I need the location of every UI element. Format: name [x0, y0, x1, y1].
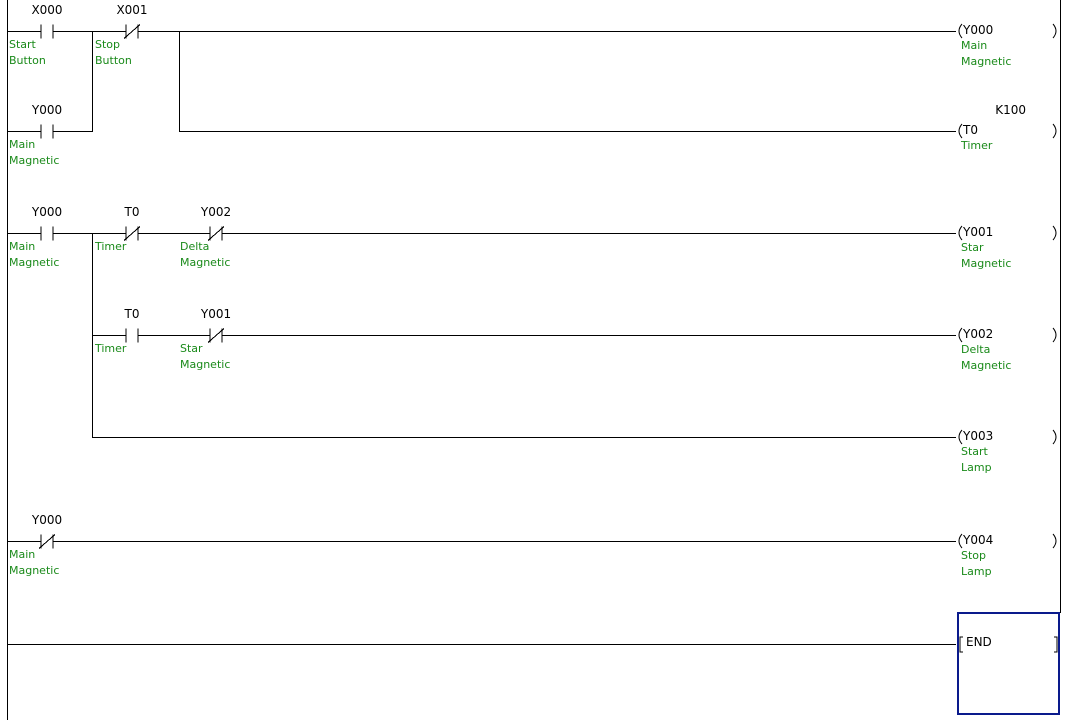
contact-comment: Main: [9, 240, 36, 253]
coil-y001-right-arc: [1052, 225, 1057, 241]
coil-address: T0: [963, 123, 978, 137]
contact-x001-nc-slash: [123, 24, 141, 39]
contact-comment: Magnetic: [9, 256, 60, 269]
contact-comment: Star: [180, 342, 203, 355]
contact-comment: Magnetic: [9, 564, 60, 577]
coil-comment: Star: [961, 241, 984, 254]
end-left-bracket: [959, 636, 963, 653]
coil-address: Y003: [963, 429, 994, 443]
contact-comment: Timer: [95, 342, 127, 355]
coil-comment: Lamp: [961, 565, 992, 578]
coil-y001-left-arc: [958, 225, 963, 241]
contact-address: Y002: [200, 205, 232, 219]
contact-comment: Magnetic: [180, 358, 231, 371]
coil-y002-right-arc: [1052, 327, 1057, 343]
end-instruction: END: [966, 635, 992, 649]
coil-y000-right-arc: [1052, 23, 1057, 39]
contact-address: Y000: [31, 205, 63, 219]
coil-comment: Magnetic: [961, 359, 1012, 372]
coil-address: Y004: [963, 533, 994, 547]
coil-comment: Magnetic: [961, 55, 1012, 68]
contact-address: Y001: [200, 307, 232, 321]
contact-comment: Magnetic: [9, 154, 60, 167]
contact-address: X001: [116, 3, 148, 17]
coil-y000-left-arc: [958, 23, 963, 39]
contact-t0-nc-slash: [123, 226, 141, 241]
end-right-bracket: [1054, 636, 1058, 653]
coil-y003-right-arc: [1052, 429, 1057, 445]
selection-cursor[interactable]: [957, 612, 1060, 715]
contact-comment: Timer: [95, 240, 127, 253]
contact-address: X000: [31, 3, 63, 17]
coil-comment: Start: [961, 445, 988, 458]
contact-comment: Main: [9, 138, 36, 151]
coil-address: Y001: [963, 225, 994, 239]
contact-comment: Button: [95, 54, 132, 67]
coil-comment: Delta: [961, 343, 991, 356]
timer-setting-value: K100: [995, 103, 1026, 117]
coil-y003-left-arc: [958, 429, 963, 445]
contact-comment: Delta: [180, 240, 210, 253]
coil-y004-left-arc: [958, 533, 963, 549]
contact-comment: Main: [9, 548, 36, 561]
contact-address: Y000: [31, 513, 63, 527]
coil-y004-right-arc: [1052, 533, 1057, 549]
contact-address: Y000: [31, 103, 63, 117]
coil-comment: Main: [961, 39, 988, 52]
coil-y002-left-arc: [958, 327, 963, 343]
contact-address: T0: [124, 205, 140, 219]
coil-t0-left-arc: [958, 123, 963, 139]
coil-comment: Lamp: [961, 461, 992, 474]
coil-comment: Magnetic: [961, 257, 1012, 270]
contact-y002-nc-slash: [207, 226, 225, 241]
contact-comment: Start: [9, 38, 36, 51]
coil-t0-right-arc: [1052, 123, 1057, 139]
coil-address: Y000: [963, 23, 994, 37]
contact-comment: Stop: [95, 38, 121, 51]
contact-comment: Button: [9, 54, 46, 67]
coil-address: Y002: [963, 327, 994, 341]
contact-comment: Magnetic: [180, 256, 231, 269]
contact-y001-nc-slash: [207, 328, 225, 343]
contact-address: T0: [124, 307, 140, 321]
coil-comment: Stop: [961, 549, 987, 562]
coil-comment: Timer: [961, 139, 993, 152]
contact-y000-nc-slash: [38, 534, 56, 549]
